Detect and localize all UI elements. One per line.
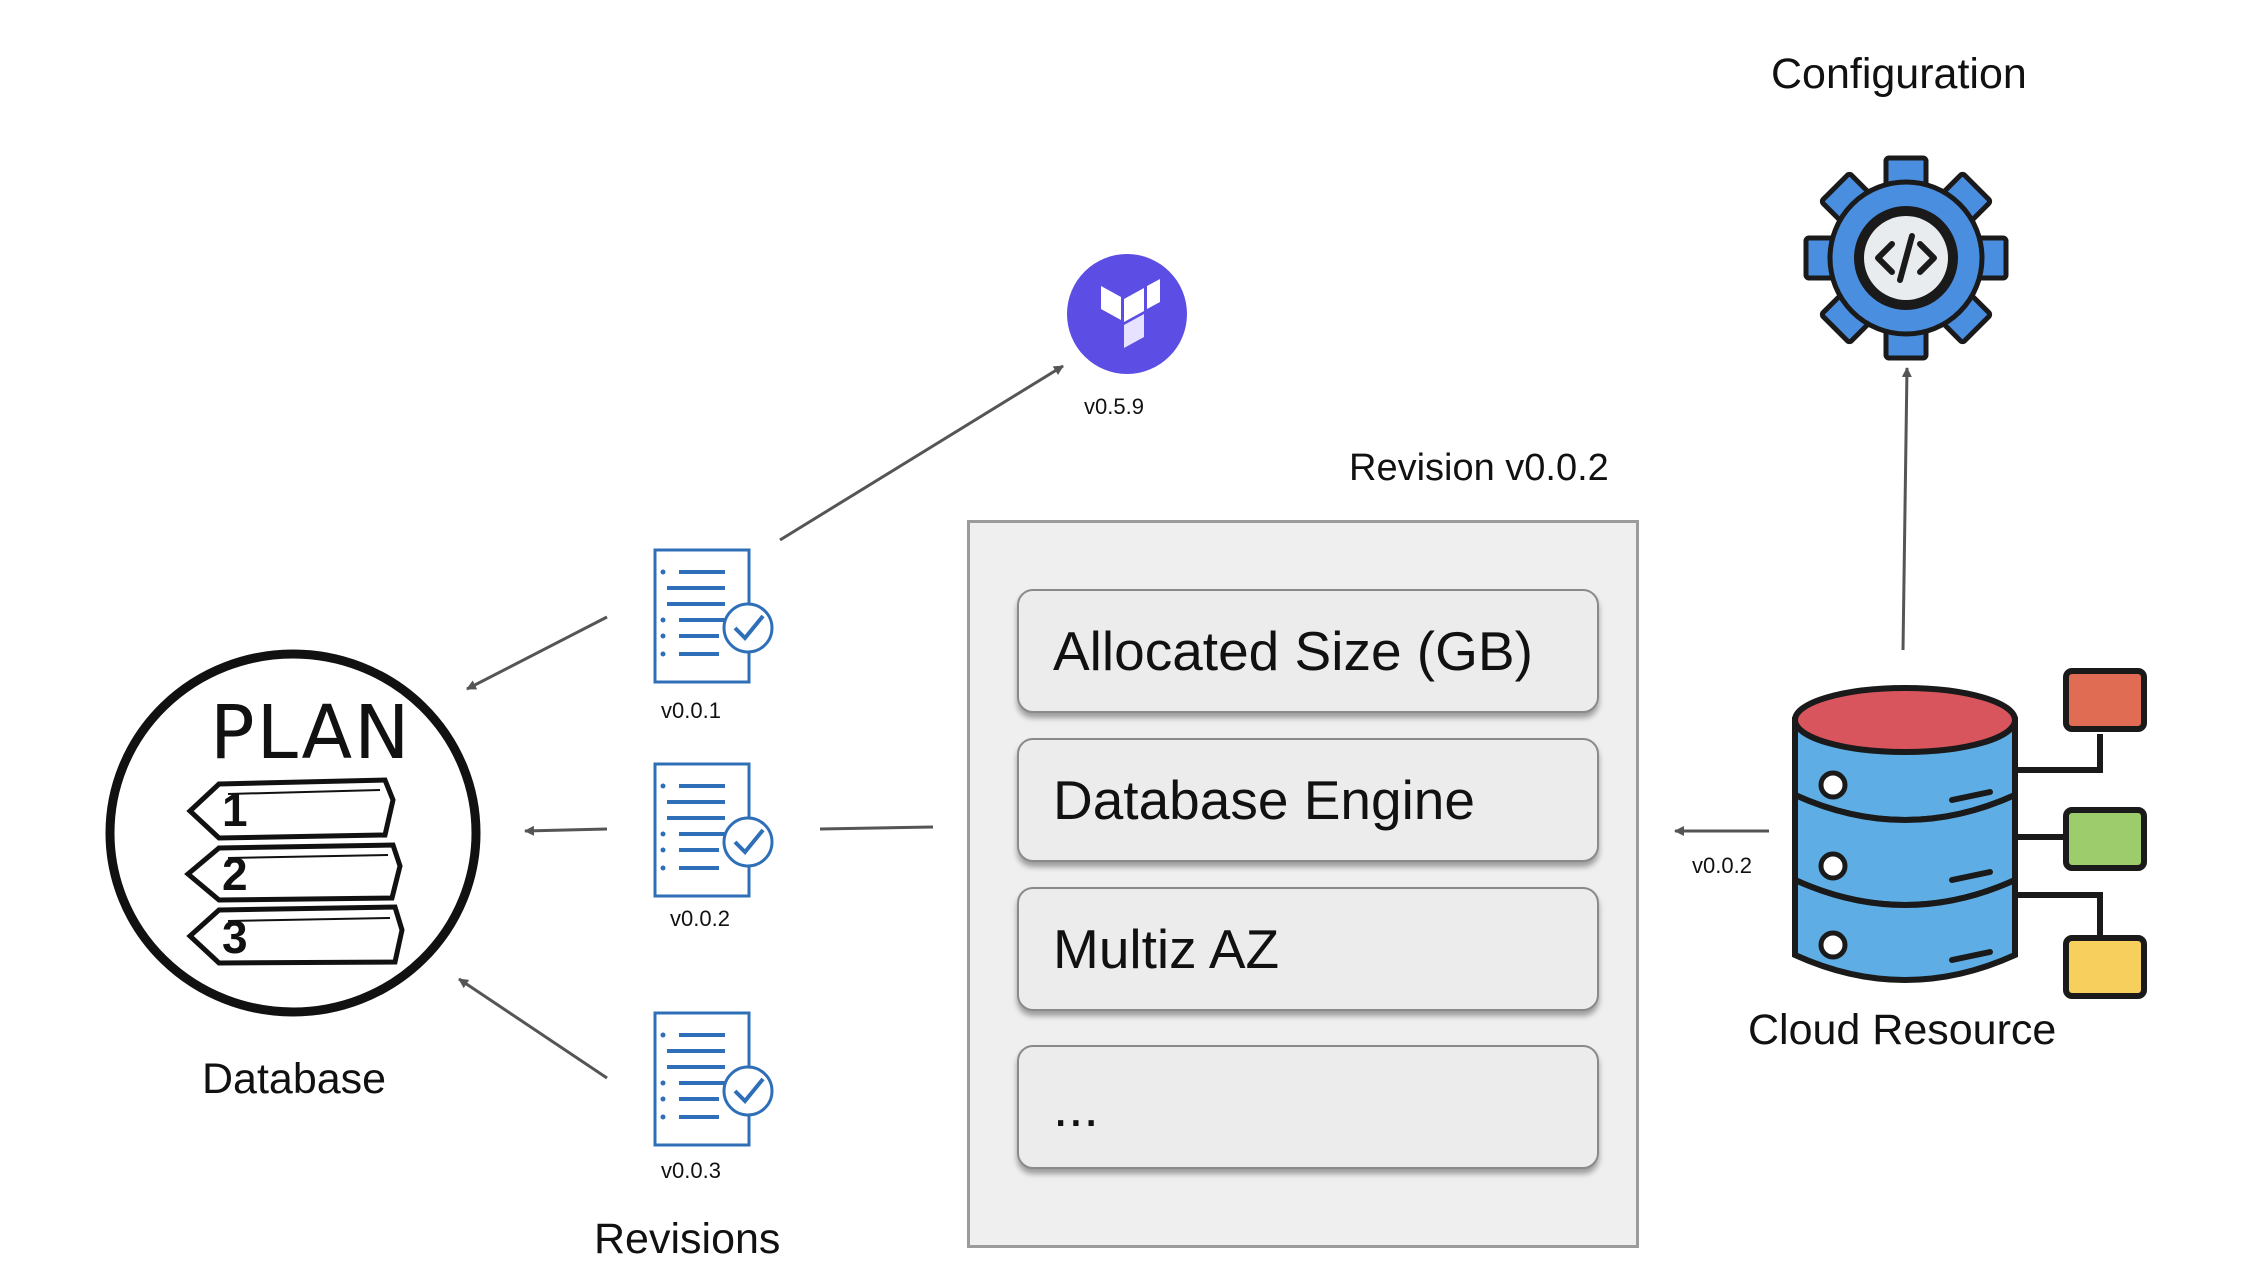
revision-field[interactable]: Allocated Size (GB): [1017, 589, 1599, 713]
document-check-icon: [653, 1011, 774, 1147]
configuration-label: Configuration: [1771, 50, 2027, 98]
terraform-version-label: v0.5.9: [1084, 394, 1144, 419]
revision-field[interactable]: Multiz AZ: [1017, 887, 1599, 1011]
plan-illustration: [105, 649, 481, 1017]
plan-step-3: 3: [222, 911, 248, 963]
revision-panel: Allocated Size (GB) Database Engine Mult…: [967, 520, 1639, 1248]
database-label: Database: [202, 1055, 387, 1103]
revision-version-label: v0.0.3: [661, 1158, 721, 1183]
document-check-icon: [653, 548, 774, 684]
revision-field-label: Multiz AZ: [1053, 918, 1280, 980]
revisions-label: Revisions: [594, 1215, 781, 1263]
revision-field[interactable]: Database Engine: [1017, 738, 1599, 862]
gear-code-icon: [1803, 155, 2009, 361]
cloud-arrow-version-label: v0.0.2: [1692, 853, 1752, 878]
database-cylinder-icon: [1792, 668, 2147, 999]
revision-field-label: Database Engine: [1053, 769, 1475, 831]
cloud-resource-label: Cloud Resource: [1748, 1006, 2057, 1054]
arrow-rev3-to-database: [458, 977, 608, 1080]
terraform-logo-icon: [1067, 254, 1187, 374]
revision-field[interactable]: ...: [1017, 1045, 1599, 1169]
arrow-cloud-to-config: [1901, 367, 1912, 651]
document-check-icon: [653, 762, 774, 898]
revision-field-label: Allocated Size (GB): [1053, 620, 1533, 682]
arrow-rev1-to-database: [466, 615, 608, 691]
revision-title: Revision v0.0.2: [1349, 447, 1609, 489]
revision-field-label: ...: [1053, 1076, 1099, 1138]
arrow-rev2-to-database: [524, 825, 608, 836]
plan-step-1: 1: [222, 784, 248, 836]
plan-title: PLAN: [210, 690, 412, 776]
revision-version-label: v0.0.1: [661, 698, 721, 723]
revision-version-label: v0.0.2: [670, 906, 730, 931]
line-panel-to-rev2: [819, 825, 934, 831]
plan-step-2: 2: [222, 848, 248, 900]
arrow-rev1-to-terraform: [779, 364, 1064, 542]
